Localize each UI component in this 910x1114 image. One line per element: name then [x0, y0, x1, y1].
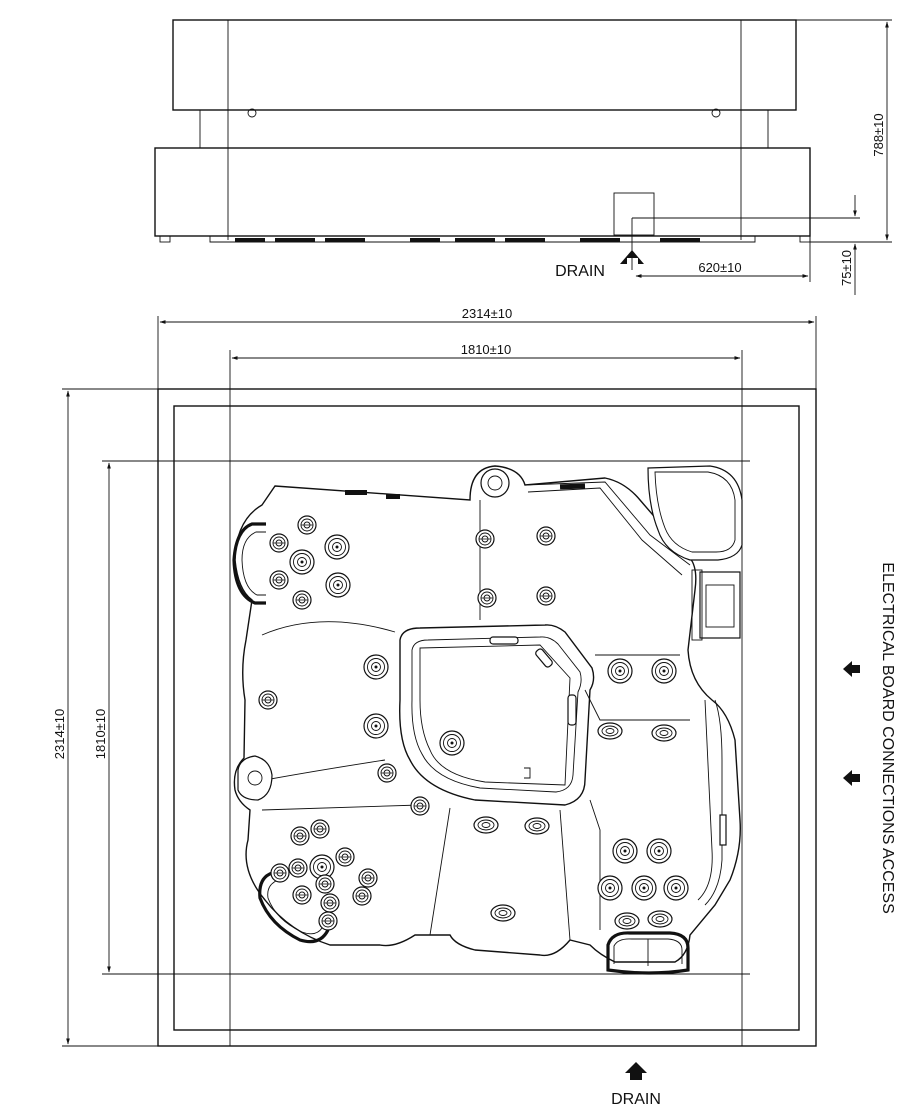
drain-box: [613, 192, 655, 236]
drain-label-top: DRAIN: [555, 263, 605, 280]
arrow-left-icon: [843, 770, 860, 786]
footwell: [399, 624, 595, 806]
outer-depth-dimension: 2314±10: [52, 709, 67, 760]
inner-depth-dimension: 1810±10: [93, 709, 108, 760]
electrical-access-label: ELECTRICAL BOARD CONNECTIONS ACCESS: [879, 562, 896, 913]
drain-arrow-icon: [625, 1062, 647, 1080]
inner-width-dimension: 1810±10: [461, 342, 512, 357]
side-elevation-view: DRAIN 620±10 788±10 75±10: [154, 19, 892, 295]
arrow-left-icon: [843, 661, 860, 677]
outer-frame: [157, 388, 817, 1047]
drain-label-bottom: DRAIN: [611, 1091, 661, 1108]
electrical-access-arrows: [843, 661, 860, 786]
height-dimension: 788±10: [871, 113, 886, 156]
cabinet-top-outline: [172, 19, 797, 111]
drain-height-dimension: 75±10: [839, 250, 854, 286]
cabinet-base-outline: [154, 147, 811, 237]
shell-outline: [233, 465, 741, 963]
outer-width-dimension: 2314±10: [462, 306, 513, 321]
inner-frame: [173, 405, 800, 1031]
drain-offset-dimension: 620±10: [698, 260, 741, 275]
plan-view: 2314±10 1810±10 2314±10 1810±10: [52, 306, 817, 1047]
jets: [258, 515, 689, 931]
